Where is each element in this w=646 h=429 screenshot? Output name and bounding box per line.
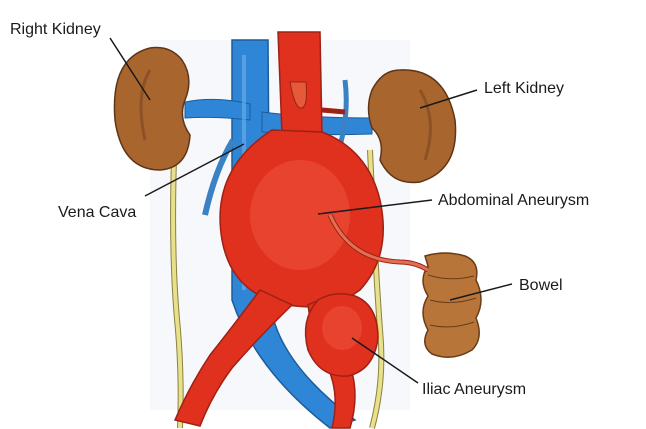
right-kidney xyxy=(114,48,190,171)
label-iliac-aneurysm: Iliac Aneurysm xyxy=(422,382,526,398)
label-vena-cava: Vena Cava xyxy=(58,205,136,221)
iliac-aneurysm-bulge xyxy=(306,294,378,376)
label-bowel: Bowel xyxy=(519,278,563,294)
abdominal-aneurysm-sac xyxy=(220,130,383,307)
label-left-kidney: Left Kidney xyxy=(484,81,564,97)
label-abdominal-aneurysm: Abdominal Aneurysm xyxy=(438,193,589,209)
label-right-kidney: Right Kidney xyxy=(10,22,101,38)
